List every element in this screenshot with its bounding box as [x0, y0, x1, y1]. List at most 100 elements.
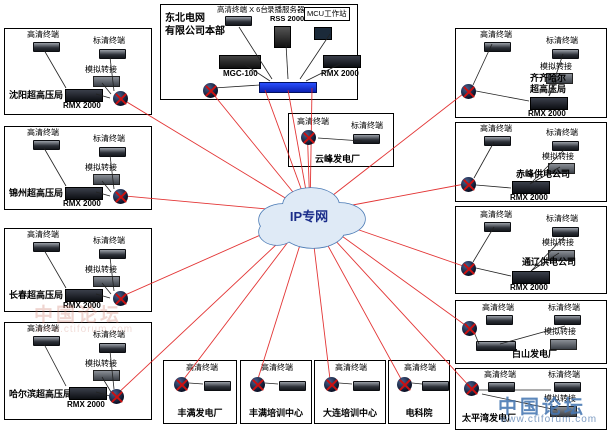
hq-name: 东北电网 有限公司本部 [165, 13, 225, 37]
hq-hd-terminal-label: 高清终端 X 6台 [217, 5, 268, 14]
sd-terminal-icon [99, 343, 126, 353]
hd-terminal-label: 高清终端 [335, 363, 367, 372]
hd-terminal-label: 高清终端 [482, 303, 514, 312]
hd-terminal-label: 高清终端 [186, 363, 218, 372]
sd-terminal-label: 标清终端 [93, 330, 125, 339]
analog-adapter-label: 模拟转接 [540, 62, 572, 71]
analog-adapter-label: 模拟转接 [542, 152, 574, 161]
site-name: 白山发电厂 [512, 349, 558, 359]
cloud-label: IP专网 [290, 209, 328, 224]
router-icon [113, 291, 128, 306]
hq-recorder-label: 录播服务器 [267, 5, 305, 14]
router-icon [324, 377, 339, 392]
site-name: 大连培训中心 [322, 408, 377, 418]
watermark-url: www.ctiforum.com [500, 414, 598, 425]
router-icon [203, 83, 218, 98]
hd-terminal-icon [353, 381, 380, 391]
hd-terminal-icon [422, 381, 449, 391]
analog-adapter-label: 模拟转接 [85, 163, 117, 172]
hd-terminal-icon [33, 242, 60, 252]
hd-terminal-icon [484, 42, 511, 52]
hd-terminal-label: 高清终端 [480, 124, 512, 133]
hd-terminal-label: 高清终端 [27, 30, 59, 39]
hd-terminal-label: 高清终端 [261, 363, 293, 372]
router-icon [461, 177, 476, 192]
hd-terminal-icon [33, 140, 60, 150]
rmx-label: RMX 2000 [510, 193, 548, 202]
router-icon [464, 381, 479, 396]
analog-device-icon [93, 174, 120, 185]
sd-terminal-icon [353, 134, 380, 144]
analog-adapter-label: 模拟转接 [85, 65, 117, 74]
mgc100-label: MGC-100 [223, 69, 258, 78]
site-chifeng: 高清终端 标清终端 模拟转接 赤峰供电公司 RMX 2000 [455, 122, 607, 202]
site-jinzhou: 高清终端 标清终端 模拟转接 锦州超高压局 RMX 2000 [4, 126, 152, 210]
hd-terminal-label: 高清终端 [27, 324, 59, 333]
hd-terminal-icon [33, 336, 60, 346]
site-name: 长春超高压局 [9, 290, 64, 300]
analog-adapter-label: 模拟转接 [544, 394, 576, 403]
site-name: 电科院 [405, 408, 433, 418]
sd-terminal-label: 标清终端 [546, 214, 578, 223]
watermark-faint-url: www.ctiforum.com [36, 324, 134, 335]
hd-terminal-icon [488, 382, 515, 392]
site-tongliao: 高清终端 标清终端 模拟转接 通辽供电公司 RMX 2000 [455, 206, 607, 294]
analog-adapter-label: 模拟转接 [542, 238, 574, 247]
sd-terminal-label: 标清终端 [93, 236, 125, 245]
site-name: 赤峰供电公司 [516, 169, 571, 179]
hd-terminal-label: 高清终端 [297, 117, 329, 126]
router-icon [250, 377, 265, 392]
sd-terminal-icon [99, 249, 126, 259]
router-icon [113, 189, 128, 204]
router-icon [461, 84, 476, 99]
sd-terminal-icon [99, 147, 126, 157]
router-icon [462, 321, 477, 336]
hd-terminal-label: 高清终端 [404, 363, 436, 372]
site-qiqihar: 高清终端 标清终端 模拟转接 齐齐哈尔 超高压局 RMX 2000 [455, 28, 607, 118]
hd-terminal-icon [486, 315, 513, 325]
site-name: 齐齐哈尔 超高压局 [530, 73, 567, 94]
sd-terminal-icon [554, 315, 581, 325]
router-icon [301, 130, 316, 145]
site-name: 通辽供电公司 [522, 257, 577, 267]
sd-terminal-icon [552, 227, 579, 237]
rmx-label: RMX 2000 [321, 69, 359, 78]
mgc100-device-icon [219, 55, 261, 69]
sd-terminal-label: 标清终端 [546, 36, 578, 45]
sd-terminal-label: 标清终端 [548, 370, 580, 379]
analog-device-icon [93, 276, 120, 287]
terminal-row-icon [476, 341, 516, 351]
hd-terminal-icon [33, 42, 60, 52]
sd-terminal-label: 标清终端 [93, 134, 125, 143]
site-baishan: 高清终端 标清终端 模拟转接 白山发电厂 [455, 300, 607, 364]
sd-terminal-label: 标清终端 [351, 121, 383, 130]
hd-terminal-icon [279, 381, 306, 391]
site-name: 哈尔滨超高压局 [9, 389, 73, 399]
site-yunfeng: 高清终端 标清终端 云峰发电厂 [288, 113, 394, 167]
sd-terminal-icon [552, 141, 579, 151]
hd-terminal-icon [204, 381, 231, 391]
hq-recorder-model-label: RSS 2000 [270, 14, 305, 23]
rmx-device-icon [323, 55, 361, 68]
analog-adapter-label: 模拟转接 [85, 359, 117, 368]
sd-terminal-icon [99, 49, 126, 59]
hd-terminal-label: 高清终端 [480, 210, 512, 219]
hd-terminal-label: 高清终端 [480, 30, 512, 39]
hd-terminal-label: 高清终端 [27, 230, 59, 239]
analog-adapter-label: 模拟转接 [544, 327, 576, 336]
hq-hd-terminal-icon [225, 16, 252, 26]
analog-device-icon [93, 76, 120, 87]
sd-terminal-label: 标清终端 [546, 128, 578, 137]
rmx-label: RMX 2000 [528, 109, 566, 118]
router-icon [113, 91, 128, 106]
hd-terminal-icon [484, 222, 511, 232]
sd-terminal-icon [552, 49, 579, 59]
hd-terminal-label: 高清终端 [27, 128, 59, 137]
router-icon [397, 377, 412, 392]
hd-terminal-icon [484, 136, 511, 146]
sd-terminal-icon [554, 382, 581, 392]
analog-device-icon [550, 406, 577, 417]
site-keyan: 高清终端 电科院 [388, 360, 450, 424]
site-name: 锦州超高压局 [9, 188, 64, 198]
site-name: 沈阳超高压局 [9, 90, 64, 100]
